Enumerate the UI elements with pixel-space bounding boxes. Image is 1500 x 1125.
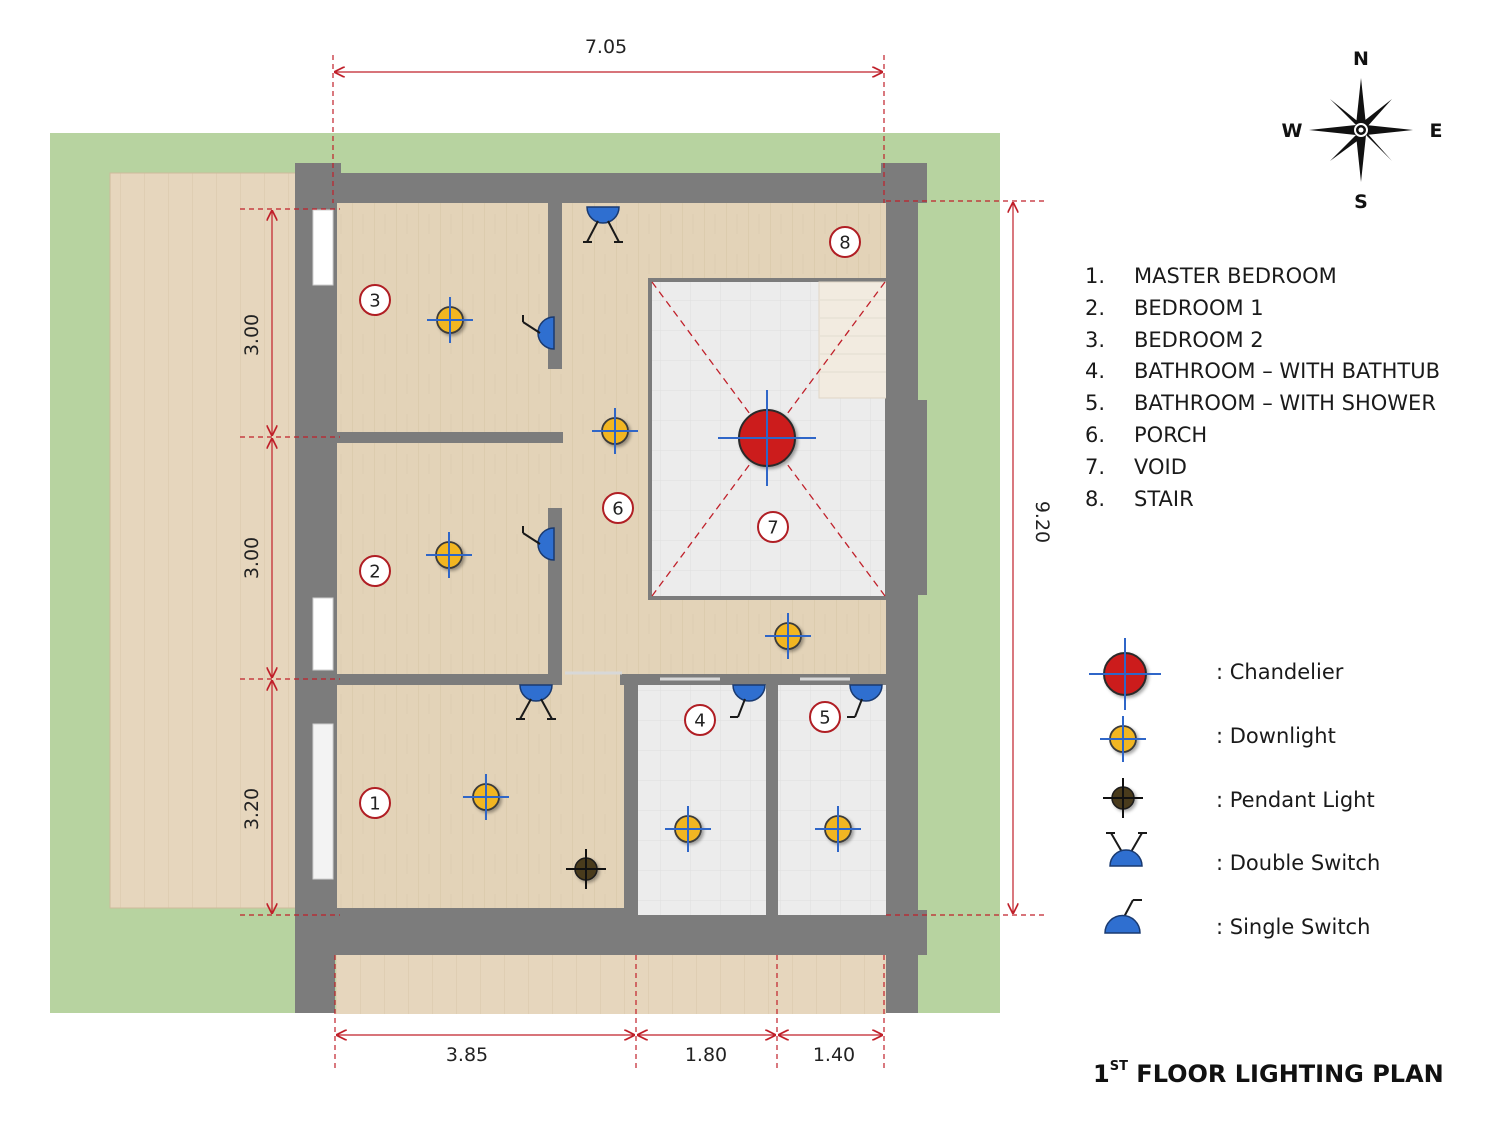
downlight-icon [463,774,509,820]
legend-label-double-switch: : Double Switch [1216,851,1381,875]
room-marker: 7 [757,511,789,543]
downlight-icon [815,806,861,852]
legend-label-chandelier: : Chandelier [1216,660,1344,684]
left-deck [109,172,307,909]
room-list: 1.MASTER BEDROOM 2.BEDROOM 1 3.BEDROOM 2… [1085,261,1440,515]
room-list-item: 6.PORCH [1085,422,1208,447]
legend-label-single-switch: : Single Switch [1216,915,1371,939]
pendant-light-icon [566,849,606,889]
room-marker: 4 [684,704,716,736]
legend-label-downlight: : Downlight [1216,724,1336,748]
svg-text:4: 4 [694,711,705,732]
room-list-item: 8.STAIR [1085,486,1194,511]
legend-chandelier-icon [1089,638,1161,710]
compass-west: W [1282,120,1303,142]
dim-top: 7.05 [585,36,627,58]
compass-north: N [1353,48,1369,70]
room-marker: 1 [359,787,391,819]
dim-right: 9.20 [1031,501,1053,543]
single-switch-icon [522,526,555,561]
downlight-icon [765,613,811,659]
stair-area [818,281,888,399]
compass-rose-icon [1309,78,1413,182]
window [312,209,334,286]
double-switch-icon [583,206,623,243]
downlight-icon [426,532,472,578]
svg-text:2: 2 [369,562,380,583]
svg-text:6: 6 [612,499,623,520]
plan-title: 1ST FLOOR LIGHTING PLAN [1093,1059,1444,1088]
room-marker: 5 [809,701,841,733]
room-marker: 6 [602,492,634,524]
svg-text:3: 3 [369,291,380,312]
window [312,723,334,880]
dim-bottom-2: 1.80 [685,1044,727,1066]
room-marker: 2 [359,555,391,587]
svg-text:7: 7 [767,518,778,539]
room-list-item: 4.BATHROOM – WITH BATHTUB [1085,359,1440,384]
svg-text:8: 8 [839,233,850,254]
downlight-icon [665,806,711,852]
downlight-icon [427,297,473,343]
dim-left-2: 3.00 [241,537,263,579]
room-list-item: 1.MASTER BEDROOM [1085,264,1337,288]
room-list-item: 2.BEDROOM 1 [1085,295,1264,320]
chandelier-icon [718,390,816,486]
downlight-icon [592,408,638,454]
dim-bottom-3: 1.40 [813,1044,855,1066]
room-list-item: 5.BATHROOM – WITH SHOWER [1085,391,1436,416]
room-list-item: 7.VOID [1085,454,1187,479]
walls [295,163,927,1013]
svg-text:5: 5 [819,708,830,729]
room-list-item: 3.BEDROOM 2 [1085,327,1264,352]
single-switch-icon [730,684,766,718]
room-marker: 8 [829,226,861,258]
legend-double-switch-icon [1106,832,1147,867]
dim-left-3: 3.20 [241,788,263,830]
single-switch-icon [522,315,555,350]
svg-text:1: 1 [369,794,380,815]
legend-downlight-icon [1100,716,1146,762]
dim-bottom-1: 3.85 [446,1044,488,1066]
room-marker: 3 [359,284,391,316]
compass-east: E [1430,120,1443,142]
double-switch-icon [516,684,556,720]
dimension-lines [240,55,1048,1068]
window [312,597,334,671]
legend-pendant-light-icon [1103,778,1143,818]
dim-left-1: 3.00 [241,314,263,356]
single-switch-icon [847,684,883,718]
compass-south: S [1354,191,1368,213]
legend-single-switch-icon [1104,899,1142,934]
legend-label-pendant-light: : Pendant Light [1216,788,1375,812]
